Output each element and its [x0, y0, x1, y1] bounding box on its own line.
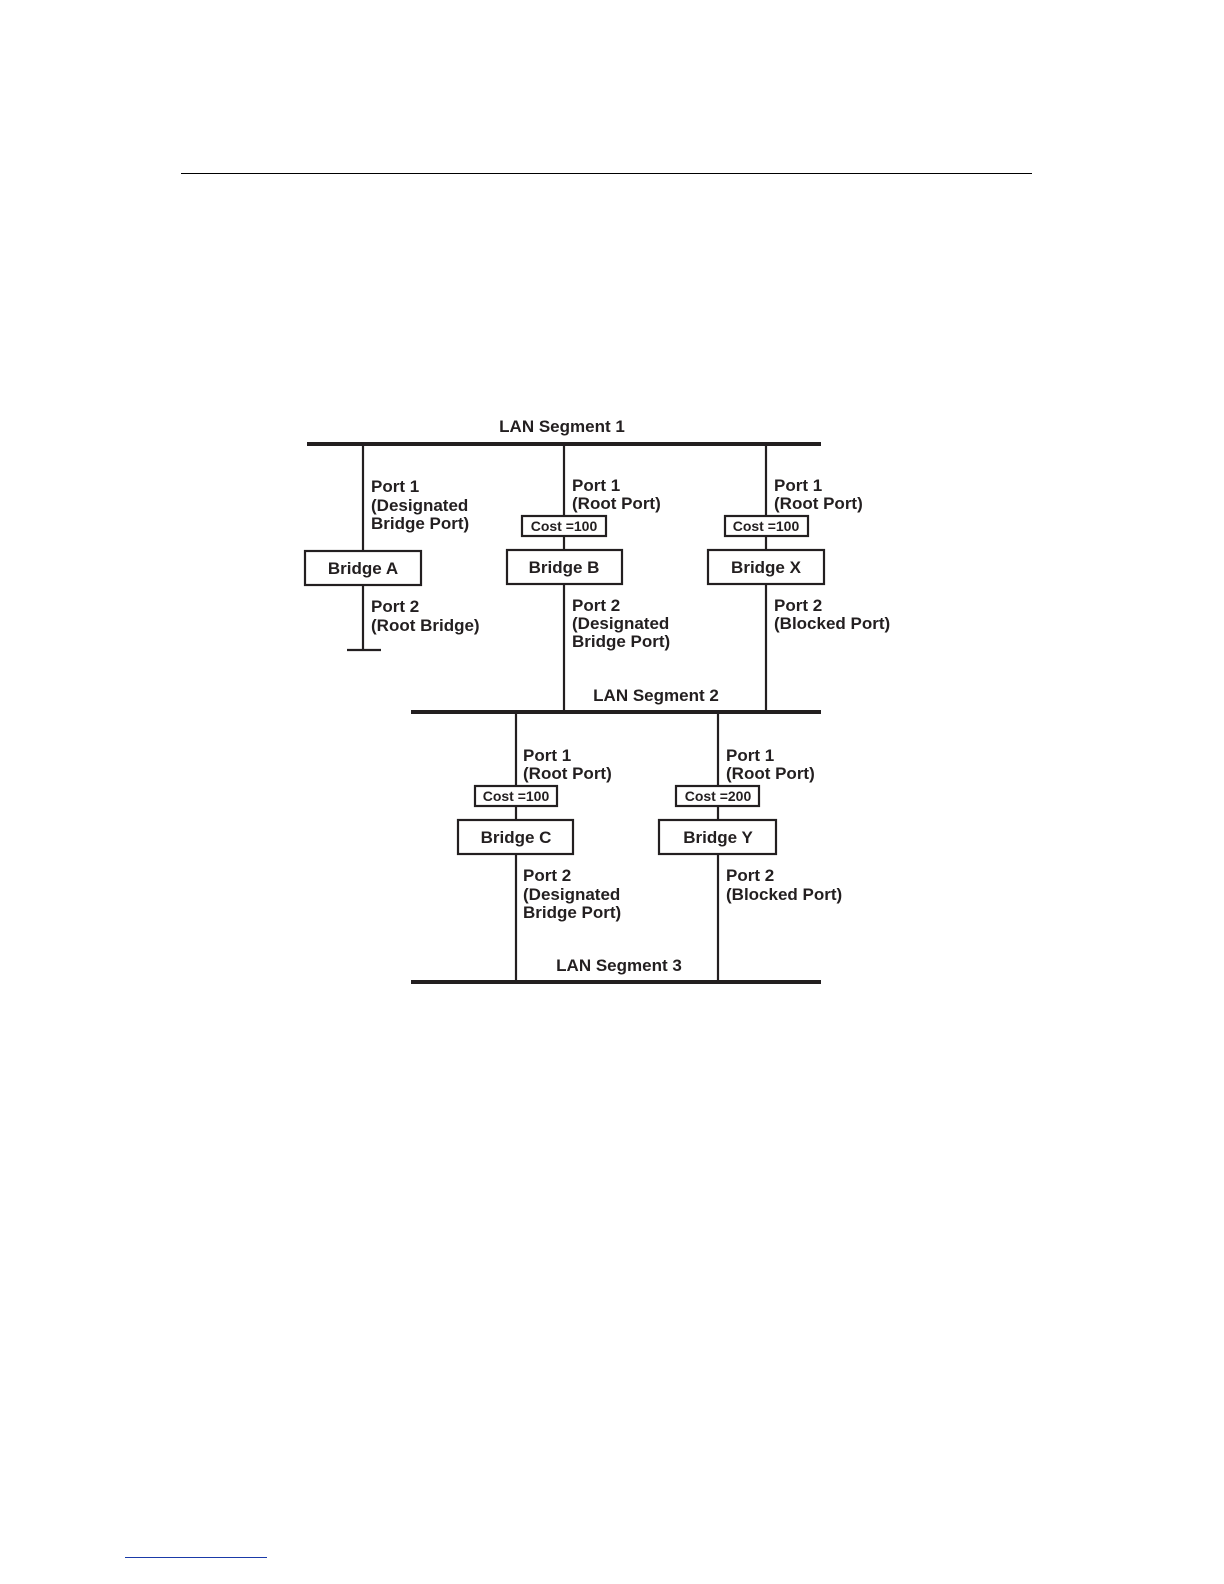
- bridge-c-port1-line2: (Root Port): [523, 764, 612, 783]
- bridge-x-port2-line2: (Blocked Port): [774, 614, 890, 633]
- header-rule: [181, 173, 1032, 174]
- bridge-a-port1-line1: Port 1: [371, 477, 419, 496]
- bridge-x-port1-line1: Port 1: [774, 476, 822, 495]
- bridge-y-cost-box: [674, 784, 761, 808]
- lan-segment-3-label: LAN Segment 3: [556, 956, 682, 975]
- bridge-x-cost: Cost =100: [733, 518, 800, 534]
- bridge-b-port2-line3: Bridge Port): [572, 632, 670, 651]
- bridge-a-port2-line1: Port 2: [371, 597, 419, 616]
- bridge-x-box: [706, 548, 826, 586]
- bridge-c-box: [456, 818, 575, 856]
- lan-segment-2-label: LAN Segment 2: [593, 686, 719, 705]
- bridge-a-port1-line3: Bridge Port): [371, 514, 469, 533]
- bridge-b-cost-box: [520, 514, 608, 538]
- bridge-y-cost: Cost =200: [685, 788, 752, 804]
- bridge-a-box: [303, 549, 423, 587]
- bridge-c-port1-line1: Port 1: [523, 746, 571, 765]
- bridge-c-cost: Cost =100: [483, 788, 550, 804]
- bridge-y-port1-line2: (Root Port): [726, 764, 815, 783]
- bridge-c-port2-line3: Bridge Port): [523, 903, 621, 922]
- footer-link-rule: [125, 1557, 267, 1558]
- lan-segment-1-label: LAN Segment 1: [499, 417, 625, 436]
- bridge-x-name: Bridge X: [731, 558, 802, 577]
- bridge-a-port2-line2: (Root Bridge): [371, 616, 480, 635]
- bridge-b-box: [505, 548, 624, 586]
- bridge-y-name: Bridge Y: [683, 828, 753, 847]
- bridge-c-name: Bridge C: [481, 828, 552, 847]
- bridge-b-name: Bridge B: [529, 558, 600, 577]
- bridge-c-cost-box: [473, 784, 559, 808]
- bridge-y-box: [657, 818, 778, 856]
- bridge-b-port1-line1: Port 1: [572, 476, 620, 495]
- bridge-y-port2-line2: (Blocked Port): [726, 885, 842, 904]
- bridge-a-port1-line2: (Designated: [371, 496, 468, 515]
- bridge-b-port1-line2: (Root Port): [572, 494, 661, 513]
- bridge-x-port1-line2: (Root Port): [774, 494, 863, 513]
- bridge-c-port2-line1: Port 2: [523, 866, 571, 885]
- bridge-a-name: Bridge A: [328, 559, 398, 578]
- bridge-x-cost-box: [723, 514, 810, 538]
- bridge-b-port2-line1: Port 2: [572, 596, 620, 615]
- bridge-b-port2-line2: (Designated: [572, 614, 669, 633]
- bridge-c-port2-line2: (Designated: [523, 885, 620, 904]
- bridge-y-port1-line1: Port 1: [726, 746, 774, 765]
- bridge-b-cost: Cost =100: [531, 518, 598, 534]
- bridge-x-port2-line1: Port 2: [774, 596, 822, 615]
- bridge-y-port2-line1: Port 2: [726, 866, 774, 885]
